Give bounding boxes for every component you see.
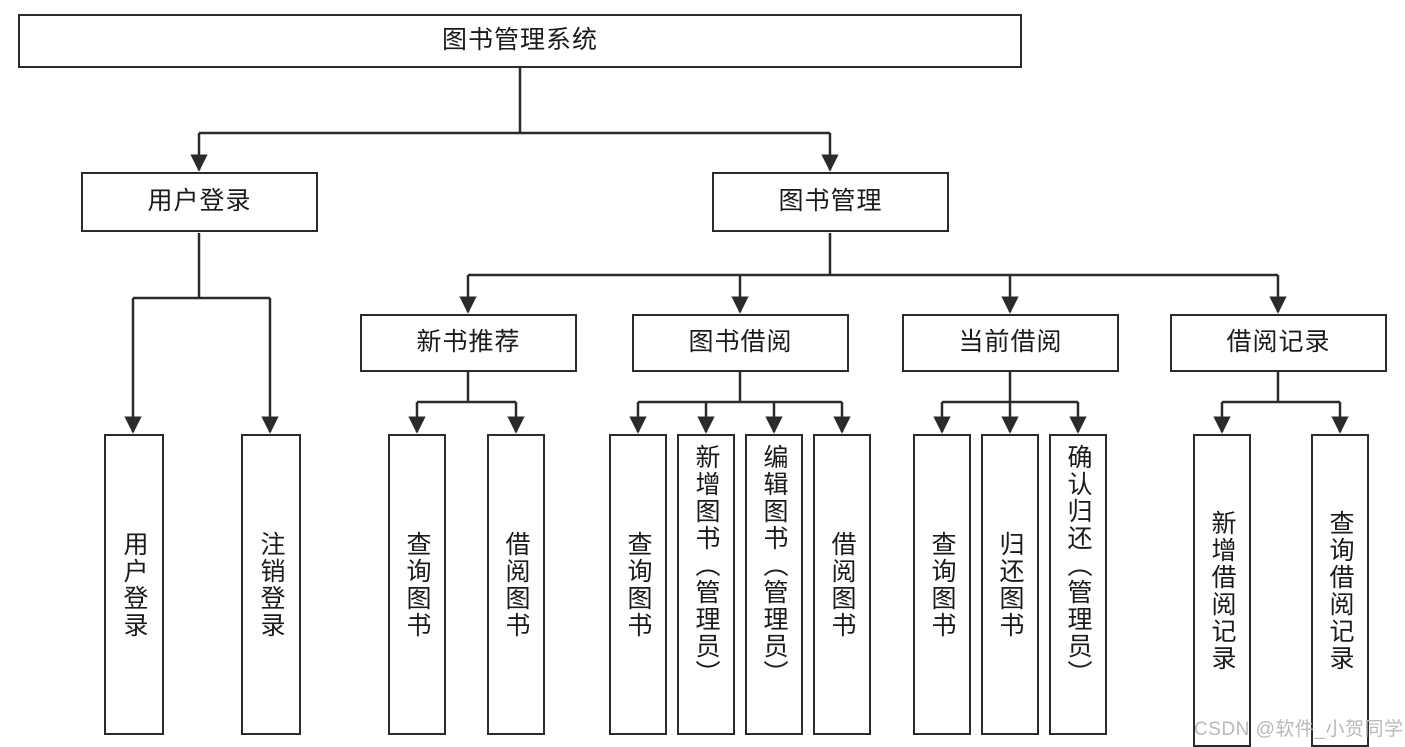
node-leaf-logout[interactable]: 注销登录: [241, 434, 301, 735]
node-user-login[interactable]: 用户登录: [81, 172, 318, 232]
node-leaf-edit-book-admin[interactable]: 编辑图书（管理员）: [745, 434, 803, 735]
node-leaf-return-book[interactable]: 归还图书: [981, 434, 1039, 735]
node-new-book-recommend[interactable]: 新书推荐: [360, 314, 577, 372]
node-label-leaf-add-borrow-record: 新增借阅记录: [1208, 509, 1236, 672]
node-label-leaf-return-book: 归还图书: [996, 530, 1024, 639]
node-label-leaf-confirm-return-admin: 确认归还（管理员）: [1064, 444, 1092, 687]
node-label-leaf-borrow-book: 借阅图书: [828, 530, 856, 639]
node-label-leaf-query-book-current: 查询图书: [928, 530, 956, 639]
node-label-leaf-borrow-book-newbook: 借阅图书: [502, 530, 530, 639]
node-label-user-login: 用户登录: [147, 187, 252, 216]
node-label-book-management: 图书管理: [778, 187, 883, 216]
node-book-management[interactable]: 图书管理: [712, 172, 949, 232]
node-leaf-add-borrow-record[interactable]: 新增借阅记录: [1193, 434, 1251, 747]
node-current-borrow[interactable]: 当前借阅: [902, 314, 1119, 372]
node-label-borrow-record: 借阅记录: [1226, 328, 1331, 357]
node-leaf-borrow-book[interactable]: 借阅图书: [813, 434, 871, 735]
watermark-csdn: CSDN @软件_小贺同学: [1194, 719, 1404, 740]
node-borrow-record[interactable]: 借阅记录: [1170, 314, 1387, 372]
node-label-leaf-user-login: 用户登录: [120, 530, 148, 639]
node-label-leaf-query-borrow-record: 查询借阅记录: [1326, 509, 1354, 672]
node-label-book-borrow: 图书借阅: [688, 328, 793, 357]
node-leaf-query-book-borrow[interactable]: 查询图书: [609, 434, 667, 735]
node-label-root: 图书管理系统: [441, 26, 598, 55]
node-label-leaf-query-book-newbook: 查询图书: [403, 530, 431, 639]
node-leaf-query-book-current[interactable]: 查询图书: [913, 434, 971, 735]
node-leaf-borrow-book-newbook[interactable]: 借阅图书: [487, 434, 545, 735]
node-label-new-book-recommend: 新书推荐: [416, 328, 521, 357]
node-leaf-query-book-newbook[interactable]: 查询图书: [388, 434, 446, 735]
node-label-leaf-query-book-borrow: 查询图书: [624, 530, 652, 639]
node-label-leaf-edit-book-admin: 编辑图书（管理员）: [760, 444, 788, 687]
node-leaf-query-borrow-record[interactable]: 查询借阅记录: [1311, 434, 1369, 747]
node-label-leaf-logout: 注销登录: [257, 530, 285, 639]
node-root-system[interactable]: 图书管理系统: [18, 14, 1022, 68]
node-leaf-add-book-admin[interactable]: 新增图书（管理员）: [677, 434, 735, 735]
node-label-current-borrow: 当前借阅: [958, 328, 1063, 357]
node-leaf-confirm-return-admin[interactable]: 确认归还（管理员）: [1049, 434, 1107, 735]
node-leaf-user-login[interactable]: 用户登录: [104, 434, 164, 735]
node-label-leaf-add-book-admin: 新增图书（管理员）: [692, 444, 720, 687]
node-book-borrow[interactable]: 图书借阅: [632, 314, 849, 372]
